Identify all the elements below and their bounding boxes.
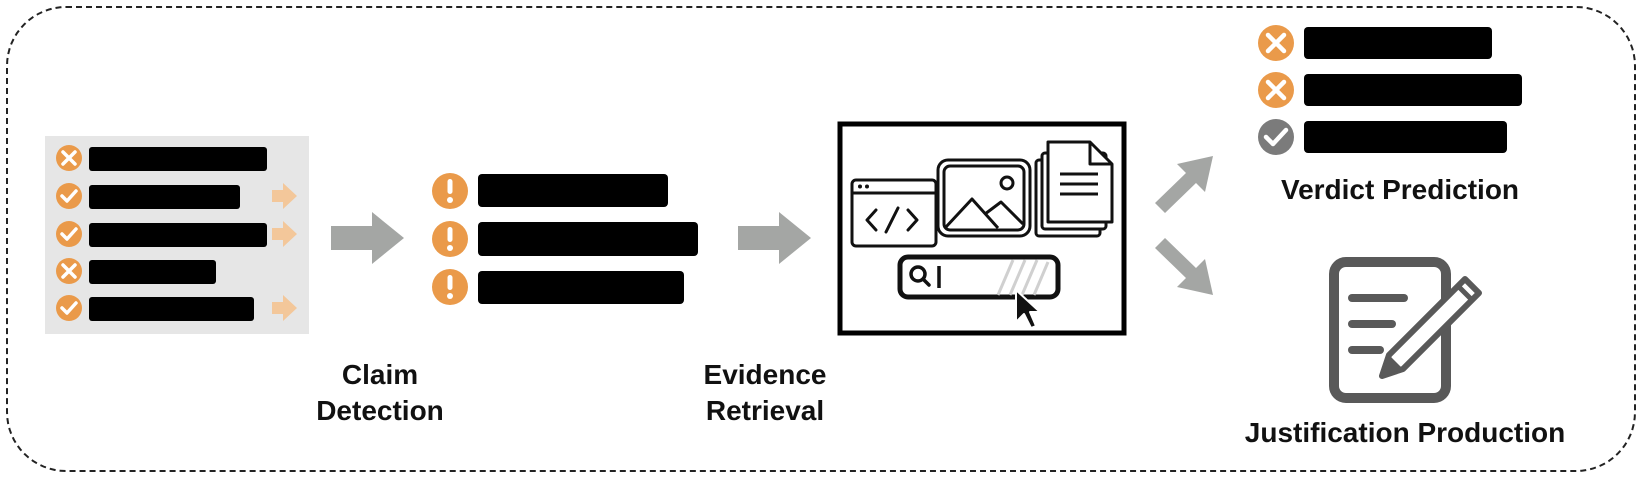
justification-production-label: Justification Production (1244, 417, 1566, 448)
exclamation-icon (432, 269, 468, 305)
notepad-pencil-icon (1329, 257, 1482, 403)
x-icon (1258, 72, 1294, 108)
search-bar (897, 254, 1061, 300)
forward-arrow-icon (272, 221, 297, 247)
x-icon (1258, 25, 1294, 61)
x-icon (56, 145, 82, 171)
flow-arrow-down-icon (1155, 238, 1213, 295)
image-icon (936, 158, 1032, 238)
detected-claims (432, 173, 698, 305)
check-icon (1258, 119, 1294, 155)
document-icon (1034, 140, 1114, 238)
flow-arrow-up-icon (1155, 156, 1213, 213)
input-panel (45, 136, 309, 334)
verdict-bar (1304, 74, 1522, 106)
flow-arrow-icon (738, 212, 811, 264)
claim-bar (89, 260, 216, 284)
verdict-bar (1304, 27, 1492, 59)
verdict-bar (1304, 121, 1507, 153)
claim-detection-label: Claim Detection (316, 359, 444, 426)
claim-bar (478, 271, 684, 304)
check-icon (56, 221, 82, 247)
exclamation-icon (432, 221, 468, 257)
claim-bar (89, 297, 254, 321)
claim-bar (89, 223, 267, 247)
exclamation-icon (432, 173, 468, 209)
verdict-prediction-label: Verdict Prediction (1280, 174, 1520, 205)
code-window-icon (850, 178, 938, 248)
verdict-list (1258, 25, 1522, 155)
claim-bar (478, 222, 698, 256)
check-icon (56, 295, 82, 321)
search-icon (909, 265, 941, 288)
claim-bar (89, 185, 240, 209)
flow-arrow-icon (331, 212, 404, 264)
forward-arrow-icon (272, 295, 297, 321)
forward-arrow-icon (272, 183, 297, 209)
claim-bar (89, 147, 267, 171)
pipeline-frame (6, 6, 1636, 472)
evidence-retrieval-label: Evidence Retrieval (703, 359, 827, 426)
claim-bar (478, 174, 668, 207)
x-icon (56, 258, 82, 284)
retrieval-box (837, 121, 1127, 336)
cursor-icon (1015, 289, 1041, 329)
check-icon (56, 183, 82, 209)
